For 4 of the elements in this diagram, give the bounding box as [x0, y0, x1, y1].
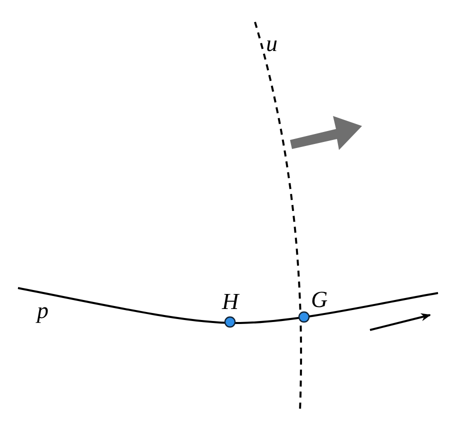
point-label: u — [266, 32, 278, 55]
point-label: p — [37, 299, 48, 322]
point-label: G — [311, 288, 328, 311]
point-label: H — [222, 290, 239, 313]
